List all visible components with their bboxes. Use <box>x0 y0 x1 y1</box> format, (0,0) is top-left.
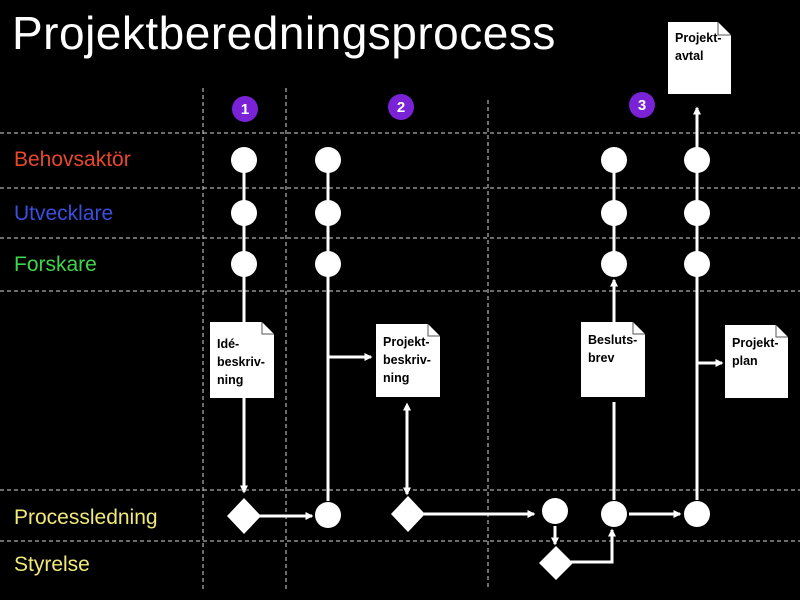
document-ide: Idé- beskriv- ning <box>210 322 274 398</box>
svg-text:3: 3 <box>638 97 646 114</box>
connectors <box>240 106 724 564</box>
svg-text:Projekt-: Projekt- <box>675 31 722 45</box>
document-beslutsbrev: Besluts- brev <box>581 322 645 397</box>
svg-text:Projekt-: Projekt- <box>732 336 779 350</box>
grid-lines <box>0 88 800 590</box>
document-projektavtal: Projekt- avtal <box>668 22 731 94</box>
node-forskare-4 <box>684 251 710 277</box>
lane-label-utvecklare: Utvecklare <box>14 202 114 225</box>
svg-text:ning: ning <box>217 373 243 387</box>
step-badge-3: 3 <box>629 92 655 118</box>
svg-text:Idé-: Idé- <box>217 337 239 351</box>
svg-text:brev: brev <box>588 351 614 365</box>
svg-text:beskriv-: beskriv- <box>383 353 431 367</box>
node-forskare-1 <box>231 251 257 277</box>
nodes <box>231 147 710 528</box>
node-utvecklare-4 <box>684 200 710 226</box>
node-behovsaktor-3 <box>601 147 627 173</box>
node-behovsaktor-2 <box>315 147 341 173</box>
svg-text:1: 1 <box>241 101 249 118</box>
arrow-diamond3-to-node <box>571 528 616 564</box>
node-forskare-3 <box>601 251 627 277</box>
svg-text:avtal: avtal <box>675 49 704 63</box>
svg-text:2: 2 <box>397 99 405 116</box>
decisions <box>227 496 573 580</box>
node-utvecklare-1 <box>231 200 257 226</box>
lane-label-styrelse: Styrelse <box>14 553 90 576</box>
decision-diamond-3 <box>539 546 573 580</box>
svg-text:beskriv-: beskriv- <box>217 355 265 369</box>
lane-label-processledning: Processledning <box>14 506 158 529</box>
decision-diamond-2 <box>391 496 425 532</box>
svg-text:Besluts-: Besluts- <box>588 333 637 347</box>
svg-text:Projekt-: Projekt- <box>383 335 430 349</box>
node-processledning-4 <box>601 501 627 527</box>
decision-diamond-1 <box>227 498 261 534</box>
node-utvecklare-3 <box>601 200 627 226</box>
page-title: Projektberedningsprocess <box>12 7 556 59</box>
document-projektplan: Projekt- plan <box>725 325 788 398</box>
node-behovsaktor-1 <box>231 147 257 173</box>
node-processledning-5 <box>684 501 710 527</box>
step-badge-1: 1 <box>232 96 258 122</box>
svg-text:plan: plan <box>732 354 758 368</box>
node-forskare-2 <box>315 251 341 277</box>
lane-label-forskare: Forskare <box>14 253 97 276</box>
node-processledning-2 <box>315 502 341 528</box>
svg-text:ning: ning <box>383 371 409 385</box>
node-behovsaktor-4 <box>684 147 710 173</box>
node-utvecklare-2 <box>315 200 341 226</box>
document-projektbeskrivning: Projekt- beskriv- ning <box>376 324 440 397</box>
step-badge-2: 2 <box>388 94 414 120</box>
lane-label-behovsaktor: Behovsaktör <box>14 148 131 171</box>
node-processledning-3 <box>542 498 568 524</box>
